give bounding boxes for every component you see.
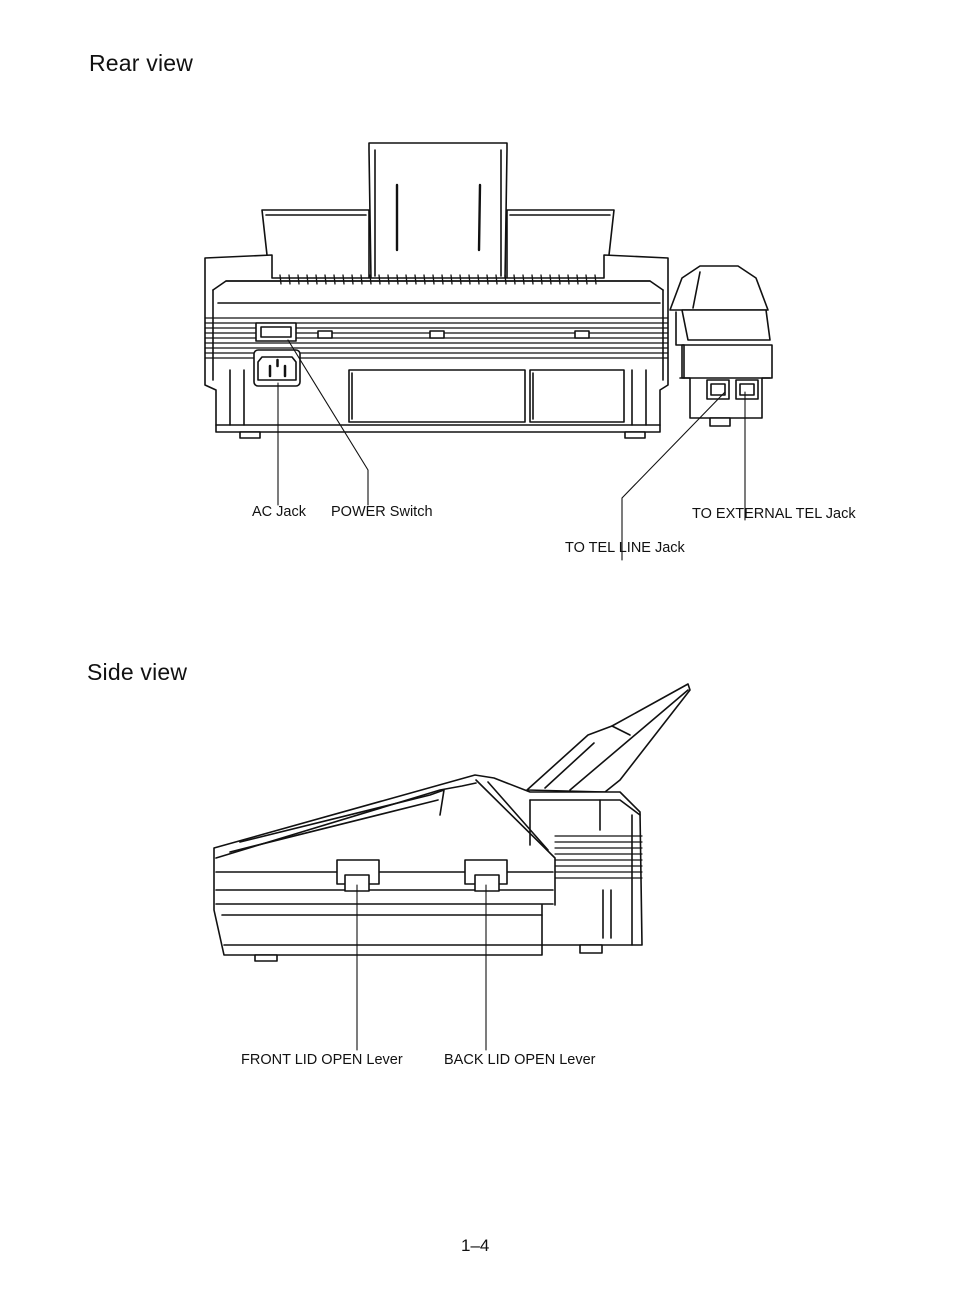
page-number: 1–4 — [461, 1236, 490, 1255]
fax-body-rear — [205, 255, 668, 438]
ac-jack — [254, 350, 300, 386]
rear-view-drawing — [0, 0, 954, 600]
ac-jack-label: AC Jack — [252, 504, 306, 520]
rear-view-heading: Rear view — [89, 50, 194, 76]
external-tel-jack — [736, 380, 758, 399]
front-lid-open-lever-label: FRONT LID OPEN Lever — [241, 1052, 403, 1068]
paper-tray-side — [527, 684, 690, 792]
handset-unit — [670, 266, 772, 426]
back-lid-open-lever — [475, 875, 499, 891]
fax-body-side — [214, 775, 642, 961]
side-view-drawing — [0, 0, 954, 1100]
to-external-tel-jack-label: TO EXTERNAL TEL Jack — [692, 506, 856, 522]
power-switch-label: POWER Switch — [331, 504, 433, 520]
side-view-heading: Side view — [87, 659, 188, 685]
back-lid-open-lever-label: BACK LID OPEN Lever — [444, 1052, 596, 1068]
to-tel-line-jack-label: TO TEL LINE Jack — [565, 540, 685, 556]
